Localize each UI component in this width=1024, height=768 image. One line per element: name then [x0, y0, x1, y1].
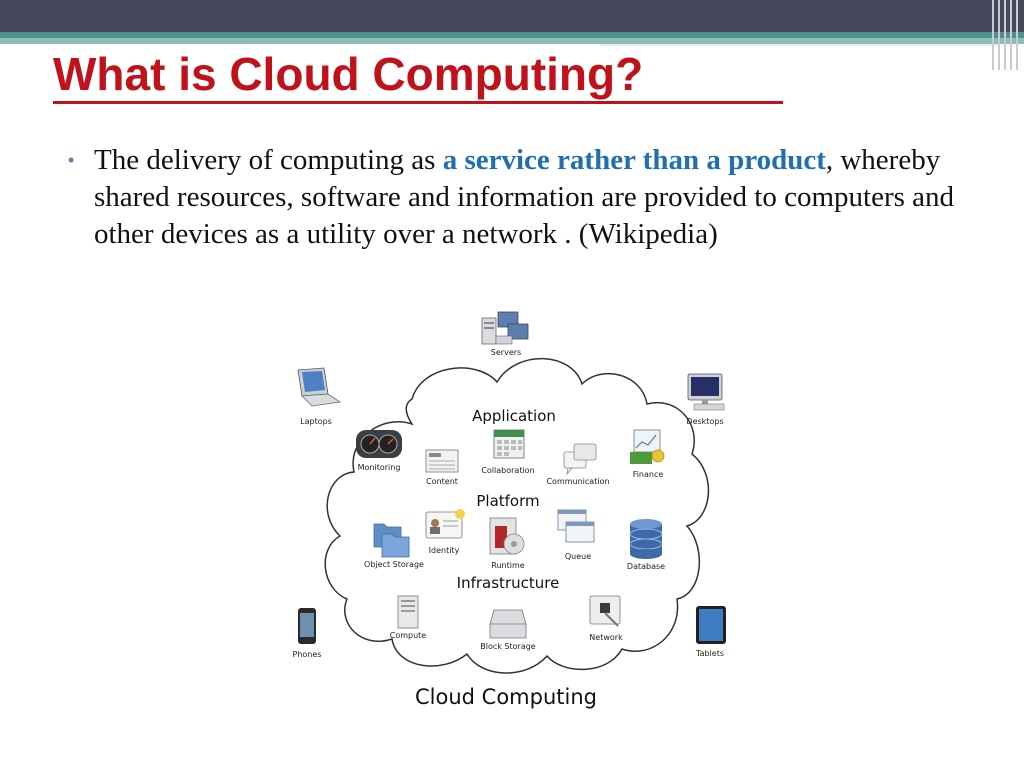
bullet-dot-icon: • — [68, 150, 75, 170]
accent-line — [600, 44, 1000, 46]
bullet-text-part1: The delivery of computing as — [94, 144, 443, 176]
phones-label: Phones — [293, 650, 322, 659]
cloud-computing-diagram: Servers Laptops Desktops Phones Tablets … — [293, 311, 726, 709]
communication-label: Communication — [546, 477, 609, 486]
laptops-label: Laptops — [300, 417, 332, 426]
desktops-label: Desktops — [686, 417, 723, 426]
laptop-icon — [297, 367, 342, 407]
chat-icon — [563, 443, 597, 476]
database-label: Database — [627, 562, 665, 571]
queue-icon — [557, 509, 595, 543]
object-storage-label: Object Storage — [364, 560, 424, 569]
queue-label: Queue — [565, 552, 591, 561]
bullet-text-part2: , whereby shared resources, software and… — [94, 144, 955, 250]
application-heading: Application — [472, 407, 556, 425]
accent-band — [0, 32, 1024, 38]
bullet-highlight: a service rather than a product — [442, 144, 826, 176]
network-icon — [589, 595, 621, 627]
id-card-icon — [425, 509, 465, 539]
newspaper-icon — [425, 449, 459, 473]
collaboration-label: Collaboration — [481, 466, 534, 475]
block-storage-label: Block Storage — [480, 642, 536, 651]
servers-label: Servers — [491, 348, 521, 357]
runtime-label: Runtime — [491, 561, 524, 570]
finance-label: Finance — [633, 470, 664, 479]
top-bar — [0, 0, 1024, 32]
cloud-shape — [324, 357, 710, 674]
calendar-icon — [493, 429, 525, 459]
monitoring-label: Monitoring — [358, 463, 401, 472]
bullet-text: The delivery of computing as a service r… — [94, 142, 964, 253]
finance-icon — [630, 429, 665, 464]
database-icon — [629, 519, 663, 559]
tablets-label: Tablets — [695, 649, 724, 658]
diagram-caption: Cloud Computing — [415, 685, 597, 709]
infrastructure-heading: Infrastructure — [457, 574, 560, 592]
platform-heading: Platform — [476, 492, 539, 510]
slide-title: What is Cloud Computing? — [53, 48, 644, 100]
desktop-icon — [687, 373, 725, 411]
compute-icon — [397, 595, 419, 629]
content-label: Content — [426, 477, 458, 486]
identity-label: Identity — [429, 546, 460, 555]
tablet-icon — [696, 606, 726, 644]
servers-icon — [481, 311, 529, 345]
phone-icon — [298, 608, 316, 644]
runtime-icon — [489, 517, 525, 555]
gauge-icon — [356, 430, 402, 458]
block-storage-icon — [489, 609, 527, 639]
title-underline — [53, 101, 783, 104]
network-label: Network — [589, 633, 623, 642]
accent-band-light — [0, 38, 1024, 44]
folder-icon — [373, 523, 410, 558]
compute-label: Compute — [390, 631, 427, 640]
corner-stripes — [988, 0, 1024, 70]
